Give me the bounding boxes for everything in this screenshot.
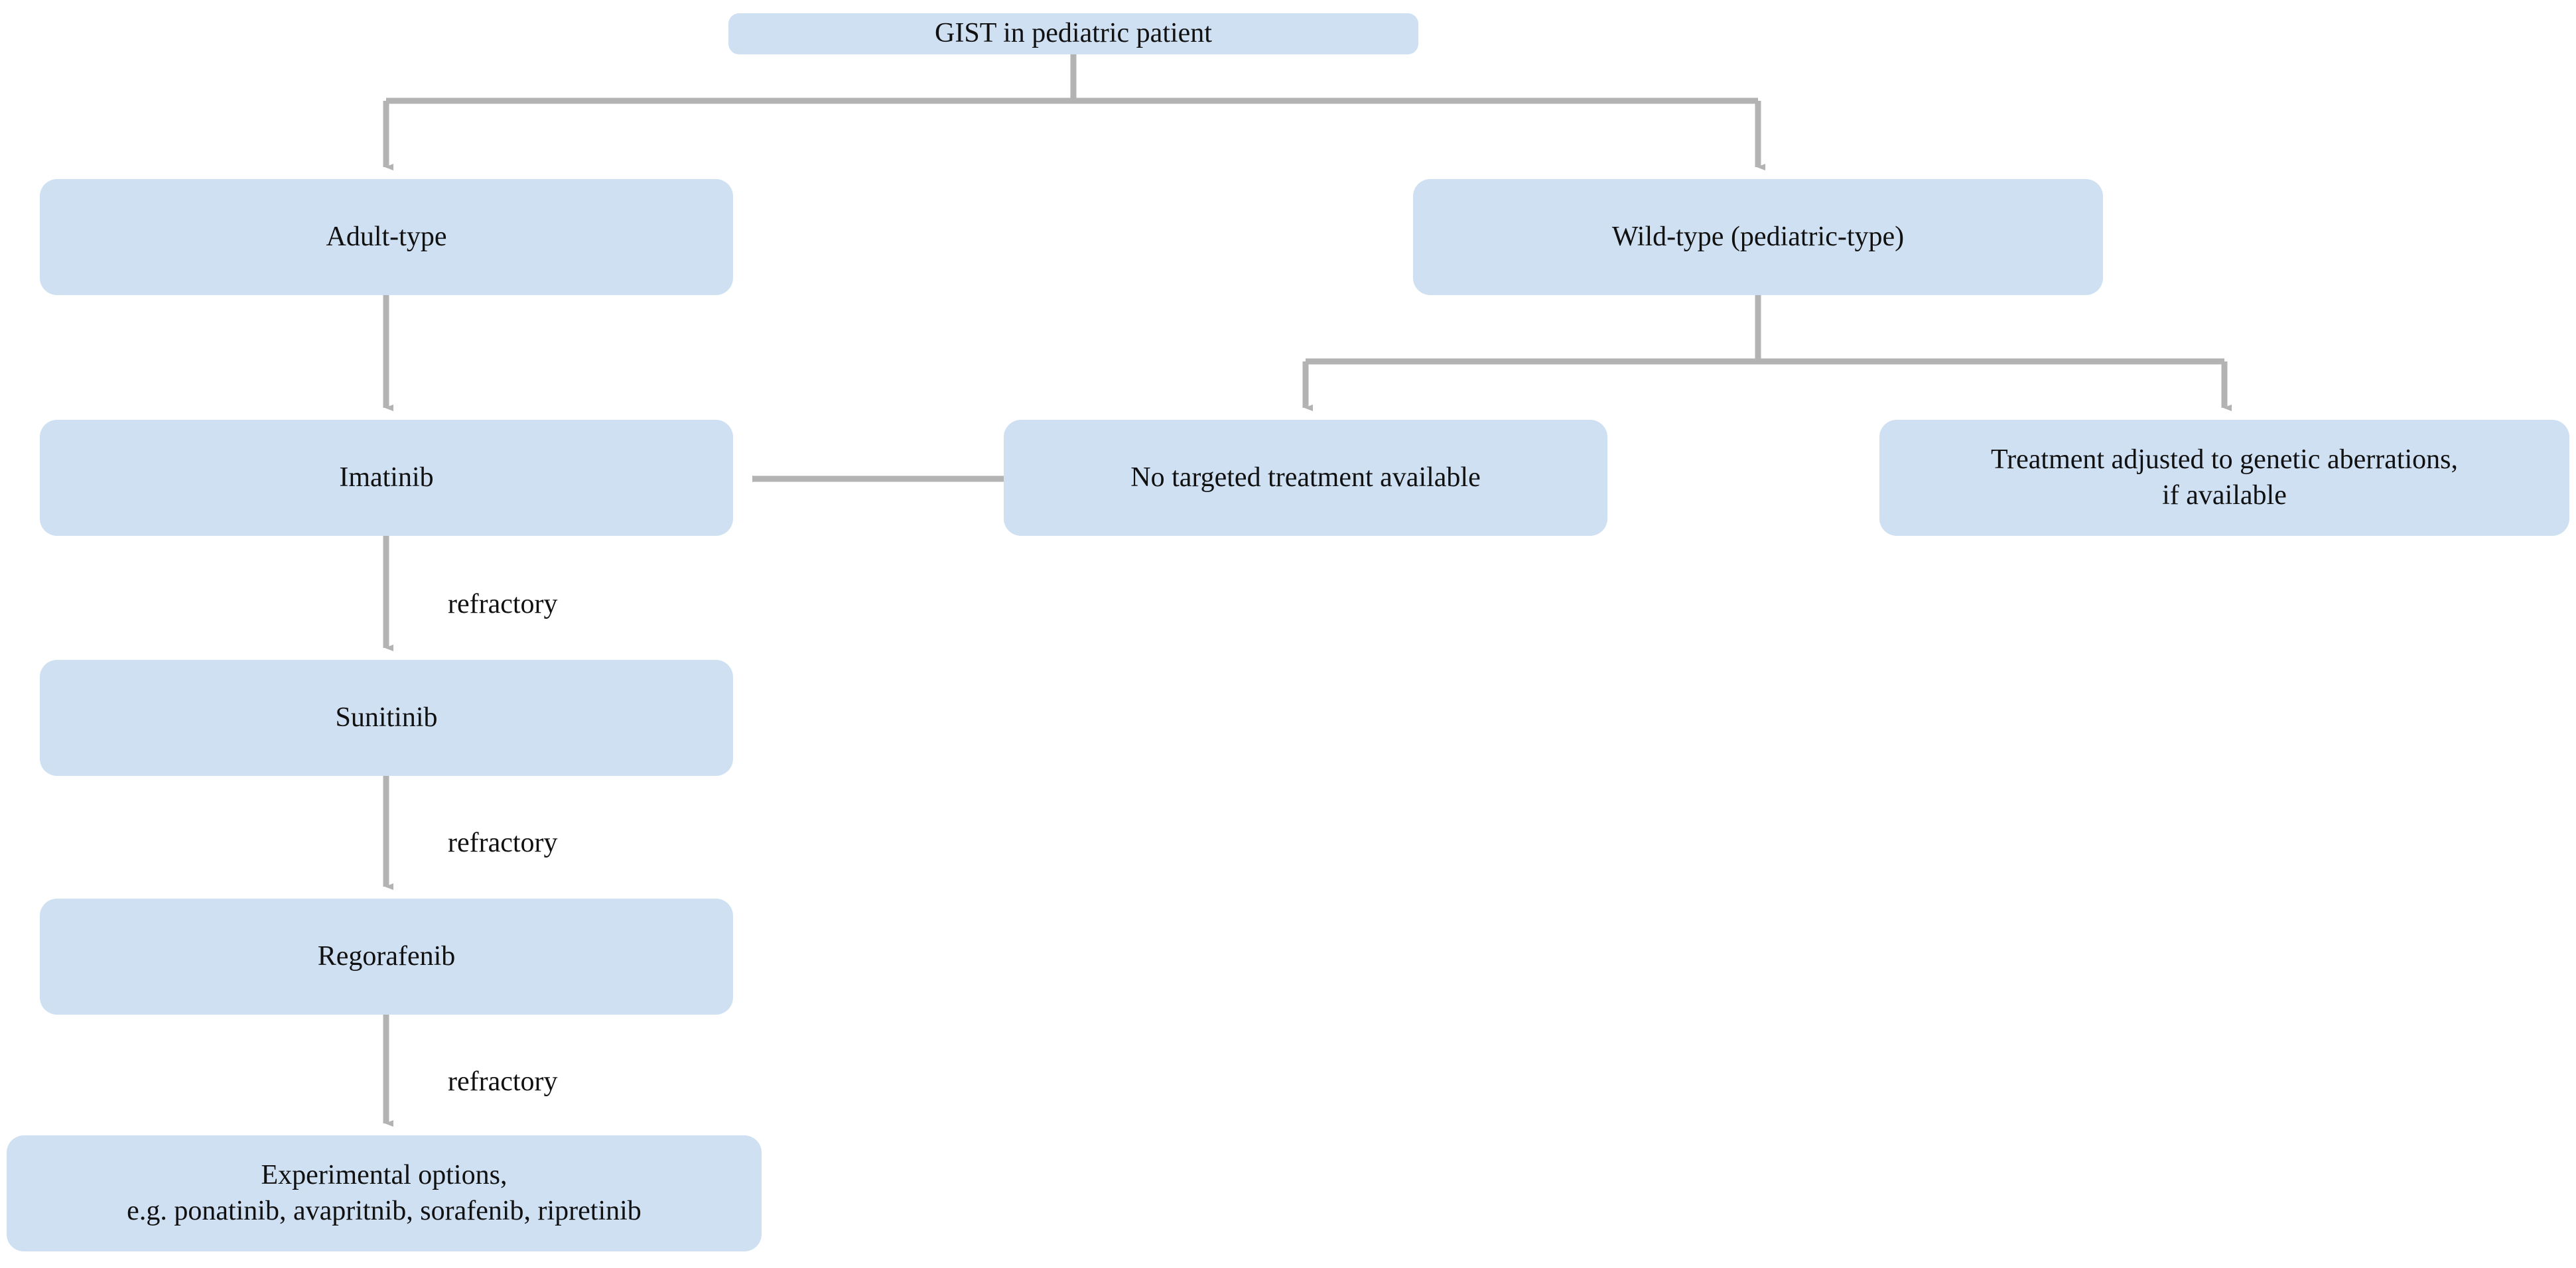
- node-imatinib[interactable]: Imatinib: [40, 420, 733, 536]
- node-regorafenib[interactable]: Regorafenib: [40, 899, 733, 1015]
- node-no-targeted-treatment-available[interactable]: No targeted treatment available: [1004, 420, 1607, 536]
- edge-label-refractory-regorafenib-experimental: refractory: [448, 1066, 558, 1097]
- node-wild-type[interactable]: Wild-type (pediatric-type): [1413, 179, 2103, 295]
- edge-label-refractory-imatinib-sunitinib: refractory: [448, 589, 558, 619]
- node-experimental-options[interactable]: Experimental options, e.g. ponatinib, av…: [7, 1135, 762, 1251]
- node-sunitinib[interactable]: Sunitinib: [40, 660, 733, 776]
- node-gist-in-pediatric-patient[interactable]: GIST in pediatric patient: [728, 13, 1418, 54]
- edge-label-refractory-sunitinib-regorafenib: refractory: [448, 828, 558, 858]
- node-adult-type[interactable]: Adult-type: [40, 179, 733, 295]
- node-treatment-adjusted-to-genetic-aberrations[interactable]: Treatment adjusted to genetic aberration…: [1879, 420, 2569, 536]
